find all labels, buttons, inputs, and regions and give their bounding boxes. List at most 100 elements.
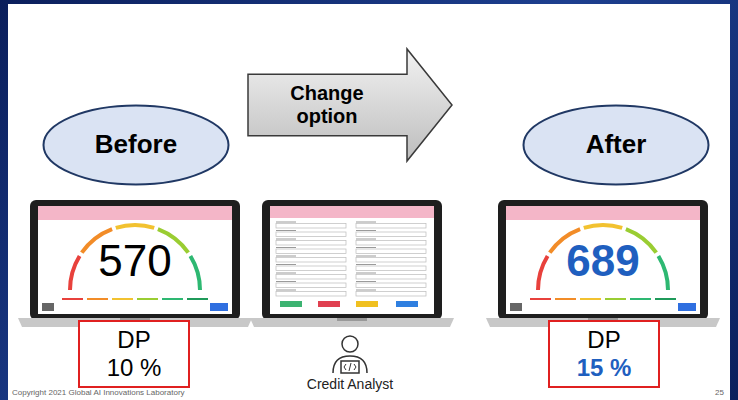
band-mark xyxy=(187,298,208,300)
field-input xyxy=(356,275,426,280)
text-group: DP15 % xyxy=(577,326,632,381)
band-mark xyxy=(87,298,108,300)
field-caption xyxy=(356,256,376,257)
field-caption xyxy=(356,264,376,265)
field-input xyxy=(276,258,346,263)
field-input xyxy=(276,232,346,237)
band-mark xyxy=(112,298,133,300)
field-input xyxy=(356,258,426,263)
form-fields xyxy=(276,222,426,307)
gauge-segment xyxy=(115,223,155,230)
state-ellipse: After xyxy=(522,104,710,186)
field-input xyxy=(276,292,346,297)
laptop-lid xyxy=(30,200,240,320)
gauge-segment xyxy=(536,255,549,290)
form-row xyxy=(276,290,346,296)
field-input xyxy=(276,224,346,229)
band-mark xyxy=(162,298,183,300)
band-mark xyxy=(137,298,158,300)
field-caption xyxy=(276,239,296,240)
screen-header xyxy=(270,206,434,218)
field-input xyxy=(356,232,426,237)
form-row xyxy=(276,273,346,279)
text-group: DP10 % xyxy=(107,326,162,381)
icon-code xyxy=(344,363,356,371)
field-input xyxy=(356,266,426,271)
field-caption xyxy=(276,273,296,274)
arrow-shape xyxy=(248,49,452,161)
field-caption xyxy=(276,222,296,223)
block-arrow: Change option xyxy=(247,48,453,162)
node-text: DP xyxy=(587,326,620,354)
form-row xyxy=(356,248,426,254)
dp-box: DP10 % xyxy=(78,320,190,387)
gauge-segment xyxy=(68,255,81,290)
icon-body xyxy=(333,356,367,373)
node-text: After xyxy=(586,130,647,160)
field-caption xyxy=(356,273,376,274)
field-input xyxy=(276,249,346,254)
field-input xyxy=(356,249,426,254)
back-button xyxy=(510,303,522,311)
field-caption xyxy=(356,290,376,291)
form-row xyxy=(276,256,346,262)
state-ellipse: Before xyxy=(42,104,230,186)
form-row xyxy=(356,273,426,279)
field-caption xyxy=(356,230,376,231)
laptop-lid xyxy=(262,200,442,320)
gauge-segment xyxy=(583,223,623,230)
field-input xyxy=(276,283,346,288)
laptop-notch xyxy=(337,318,367,321)
field-caption xyxy=(276,256,296,257)
field-input xyxy=(356,292,426,297)
field-caption xyxy=(356,239,376,240)
icon-head xyxy=(342,336,358,352)
field-caption xyxy=(276,264,296,265)
form-row xyxy=(276,248,346,254)
form-row xyxy=(276,239,346,245)
field-caption xyxy=(356,281,376,282)
text-group: 570 xyxy=(98,239,171,283)
score-gauge xyxy=(536,223,670,290)
credit-score: 570 xyxy=(98,239,171,283)
laptop-base xyxy=(250,318,454,327)
form-row xyxy=(356,231,426,237)
node-text: DP xyxy=(117,326,150,354)
field-caption xyxy=(276,230,296,231)
band-mark xyxy=(555,298,576,300)
node-text: Change option xyxy=(271,82,383,128)
page-number: 25 xyxy=(700,389,724,398)
field-caption xyxy=(356,222,376,223)
node-text: 10 % xyxy=(107,354,162,382)
field-input xyxy=(276,241,346,246)
band-mark xyxy=(580,298,601,300)
credit-score: 689 xyxy=(566,239,639,283)
field-input xyxy=(276,266,346,271)
band-mark xyxy=(655,298,676,300)
band-mark xyxy=(605,298,626,300)
gauge-segment xyxy=(189,255,202,290)
form-row xyxy=(356,282,426,288)
field-input xyxy=(356,241,426,246)
analyst-icon xyxy=(333,336,367,373)
form-row xyxy=(356,290,426,296)
text-group: After xyxy=(586,130,647,160)
form-row xyxy=(356,239,426,245)
field-caption xyxy=(356,247,376,248)
node-text: Before xyxy=(95,130,177,160)
form-row xyxy=(276,265,346,271)
ellipse-shape xyxy=(524,106,709,185)
form-button xyxy=(280,301,302,307)
action-button xyxy=(678,303,696,311)
laptop-lid xyxy=(498,200,708,320)
credit-score-screen: 689 xyxy=(506,206,700,314)
gauge-segment xyxy=(657,255,670,290)
band-mark xyxy=(530,298,551,300)
form-button xyxy=(318,301,340,307)
field-caption xyxy=(276,290,296,291)
form-button xyxy=(356,301,378,307)
action-button xyxy=(210,303,228,311)
form-row xyxy=(356,222,426,228)
icon-laptop xyxy=(341,361,359,373)
